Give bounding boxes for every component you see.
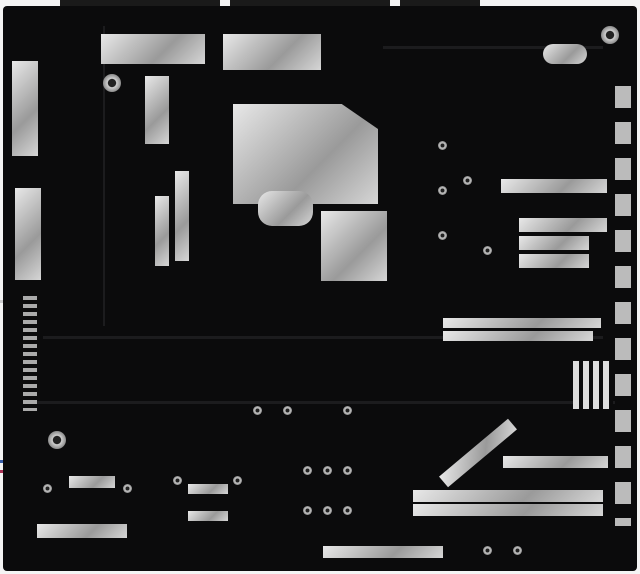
solder-pad	[155, 196, 169, 266]
solder-pad	[188, 484, 228, 494]
solder-pad	[543, 44, 587, 64]
solder-pad	[443, 318, 601, 328]
solder-pad	[501, 179, 607, 193]
solder-pad	[175, 171, 189, 261]
top-connector	[60, 0, 220, 10]
via	[323, 506, 332, 515]
solder-pad	[69, 476, 115, 488]
via	[233, 476, 242, 485]
via	[323, 466, 332, 475]
solder-pad	[519, 218, 607, 232]
circuit-board	[3, 6, 637, 571]
via	[438, 141, 447, 150]
mounting-hole	[601, 26, 619, 44]
via	[483, 246, 492, 255]
trace	[43, 336, 603, 339]
solder-pad	[188, 511, 228, 521]
via	[438, 231, 447, 240]
via	[343, 406, 352, 415]
via	[463, 176, 472, 185]
via	[253, 406, 262, 415]
trace	[103, 26, 105, 326]
solder-pad	[12, 61, 38, 156]
solder-pad	[101, 34, 205, 64]
via	[283, 406, 292, 415]
solder-pad	[15, 188, 41, 280]
solder-pad	[503, 456, 608, 468]
solder-pad	[519, 236, 589, 250]
mounting-hole	[48, 431, 66, 449]
trace	[383, 46, 603, 49]
via	[438, 186, 447, 195]
via	[303, 466, 312, 475]
solder-pad	[258, 191, 313, 226]
via	[173, 476, 182, 485]
via	[343, 466, 352, 475]
copper-pour	[233, 104, 378, 204]
via	[43, 484, 52, 493]
solder-pad	[413, 504, 603, 516]
pin-header	[23, 296, 37, 411]
solder-pad	[413, 490, 603, 502]
solder-pad	[439, 418, 517, 488]
edge-connector-pads	[615, 86, 631, 526]
via	[483, 546, 492, 555]
via	[513, 546, 522, 555]
solder-pad	[145, 76, 169, 144]
copper-pour	[321, 211, 387, 281]
mounting-hole	[103, 74, 121, 92]
trace	[23, 401, 623, 404]
solder-pad	[443, 331, 593, 341]
top-connector	[400, 0, 480, 10]
via	[123, 484, 132, 493]
via	[343, 506, 352, 515]
solder-pad	[573, 361, 613, 409]
solder-pad	[223, 34, 321, 70]
solder-pad	[37, 524, 127, 538]
top-connector	[230, 0, 390, 10]
solder-pad	[519, 254, 589, 268]
via	[303, 506, 312, 515]
solder-pad	[323, 546, 443, 558]
